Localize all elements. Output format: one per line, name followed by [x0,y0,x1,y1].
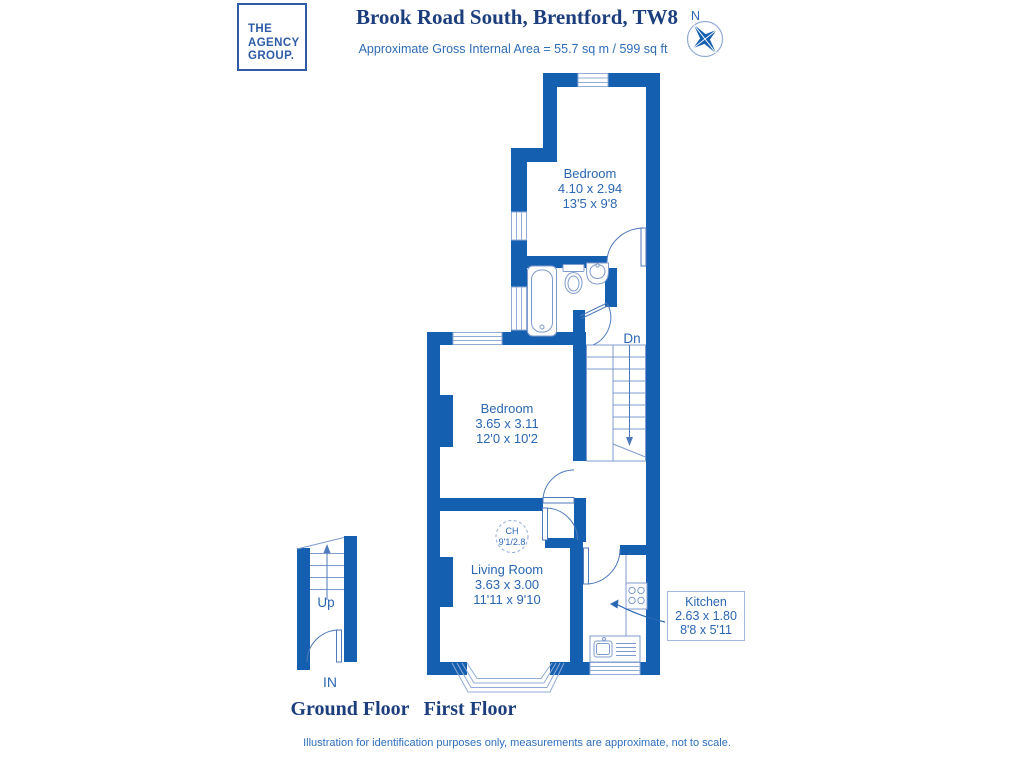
logo-line: GROUP. [248,50,295,62]
entrance-label: IN [323,674,337,690]
window-bedroom-top [577,73,609,87]
ground-floor-plan [296,536,357,670]
stairs-down-arrow [626,437,633,446]
room-label-living-room: Living Room 3.63 x 3.00 11'11 x 9'10 [470,562,544,607]
windows [452,73,641,675]
agency-logo: THE AGENCY GROUP. [237,3,307,71]
first-floor-walls [427,73,660,675]
door-bedroom-top [606,227,647,267]
logo-line: AGENCY [248,36,300,49]
room-label-bedroom-middle: Bedroom 3.65 x 3.11 12'0 x 10'2 [475,401,539,446]
stairs-down-label: Dn [623,331,641,346]
kitchen-pointer-arrow [610,599,666,623]
room-label-kitchen: Kitchen 2.63 x 1.80 8'8 x 5'11 [667,591,745,641]
ground-floor-walls [297,536,357,670]
bay-window [451,662,565,693]
logo-line: THE [248,23,273,35]
area-subtitle: Approximate Gross Internal Area = 55.7 s… [358,42,668,56]
window-bedroom-middle [452,332,503,345]
doors [542,227,647,585]
door-bathroom [579,302,612,346]
stairs-up-arrow [323,544,331,553]
ceiling-height-circle [495,520,529,553]
room-label-bedroom-top: Bedroom 4.10 x 2.94 13'5 x 9'8 [557,166,623,211]
bathroom-fixtures [527,262,609,337]
toilet-icon [562,264,585,294]
ground-floor-title: Ground Floor [290,698,410,720]
washbasin-icon [586,262,609,285]
door-kitchen [583,547,621,585]
stairs-ground-floor [296,537,345,600]
door-bedroom-middle [542,469,575,504]
compass-north-label: N [691,9,701,23]
bathtub-icon [527,265,557,337]
door-entrance [306,629,342,663]
window-kitchen [589,662,641,675]
ceiling-height-label: CH 9'1/2.8 [498,526,526,547]
compass-icon [686,20,724,58]
first-floor-title: First Floor [423,698,517,720]
first-floor-plan [427,73,666,693]
stairs-first-floor [586,344,646,462]
disclaimer-text: Illustration for identification purposes… [303,737,731,749]
hob-icon [625,582,648,610]
window-bedroom-left [511,211,527,241]
page-title: Brook Road South, Brentford, TW8 [355,5,679,29]
stairs-up-label: Up [317,595,335,610]
sink-unit-icon [589,635,641,663]
window-bathroom-left [511,286,527,331]
door-living-room [542,507,578,541]
kitchen-fixtures [589,555,648,663]
